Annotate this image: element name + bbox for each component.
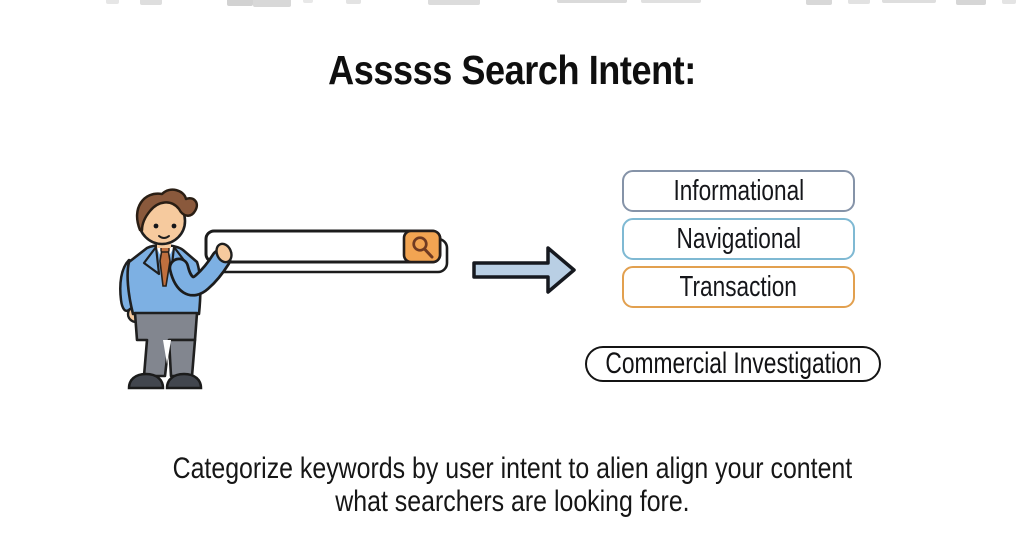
commercial-investigation-pill: Commercial Investigation — [585, 346, 881, 382]
intent-box-label: Informational — [673, 174, 804, 207]
person-right-sleeve — [171, 251, 229, 294]
person-eye-right — [171, 223, 177, 229]
caption-line-1: Categorize keywords by user intent to al… — [172, 452, 852, 485]
top-edge-artifact — [641, 0, 701, 3]
caption: Categorize keywords by user intent to al… — [0, 452, 1024, 518]
top-edge-artifact — [557, 0, 627, 3]
presenter-illustration — [113, 188, 458, 403]
intent-box-label: Navigational — [676, 222, 801, 255]
top-edge-artifact — [956, 0, 986, 5]
intent-box-label: Transaction — [679, 270, 798, 303]
page-title: Asssss Search Intent: — [0, 47, 1024, 94]
person-lapel-left — [142, 245, 161, 276]
pants-gap — [163, 340, 171, 364]
top-edge-artifact — [106, 0, 119, 4]
magnifier-icon — [412, 236, 434, 259]
intent-box-navigational: Navigational — [622, 218, 855, 260]
presenter-searchbar-graphic — [119, 188, 449, 390]
person-shoe-right — [165, 372, 203, 390]
top-edge-artifact — [227, 0, 253, 6]
top-edge-artifact — [428, 0, 480, 5]
page-title-text: Asssss Search Intent: — [328, 47, 696, 93]
top-edge-artifact — [806, 0, 832, 5]
top-edge-artifact — [1002, 0, 1016, 4]
top-edge-artifact — [848, 0, 870, 4]
caption-line-2: what searchers are looking fore. — [334, 485, 690, 518]
pill-label: Commercial Investigation — [605, 347, 861, 380]
search-button — [402, 229, 442, 264]
intent-box-informational: Informational — [622, 170, 855, 212]
person-hair — [135, 188, 199, 232]
top-edge-artifact — [346, 0, 361, 4]
person-pant-leg — [167, 338, 197, 378]
person-smile — [158, 235, 170, 239]
intent-box-transaction: Transaction — [622, 266, 855, 308]
top-edge-artifact — [140, 0, 162, 5]
top-edge-artifact — [253, 0, 291, 7]
person-right-hand — [215, 242, 233, 264]
intent-box-list: Informational Navigational Transaction — [622, 170, 855, 314]
top-edge-artifact — [303, 0, 313, 3]
top-edge-artifact — [882, 0, 936, 3]
person-shoe-left — [127, 372, 165, 390]
arrow-right-icon — [472, 246, 576, 294]
person-eye-left — [153, 223, 159, 229]
flow-arrow — [468, 241, 580, 299]
